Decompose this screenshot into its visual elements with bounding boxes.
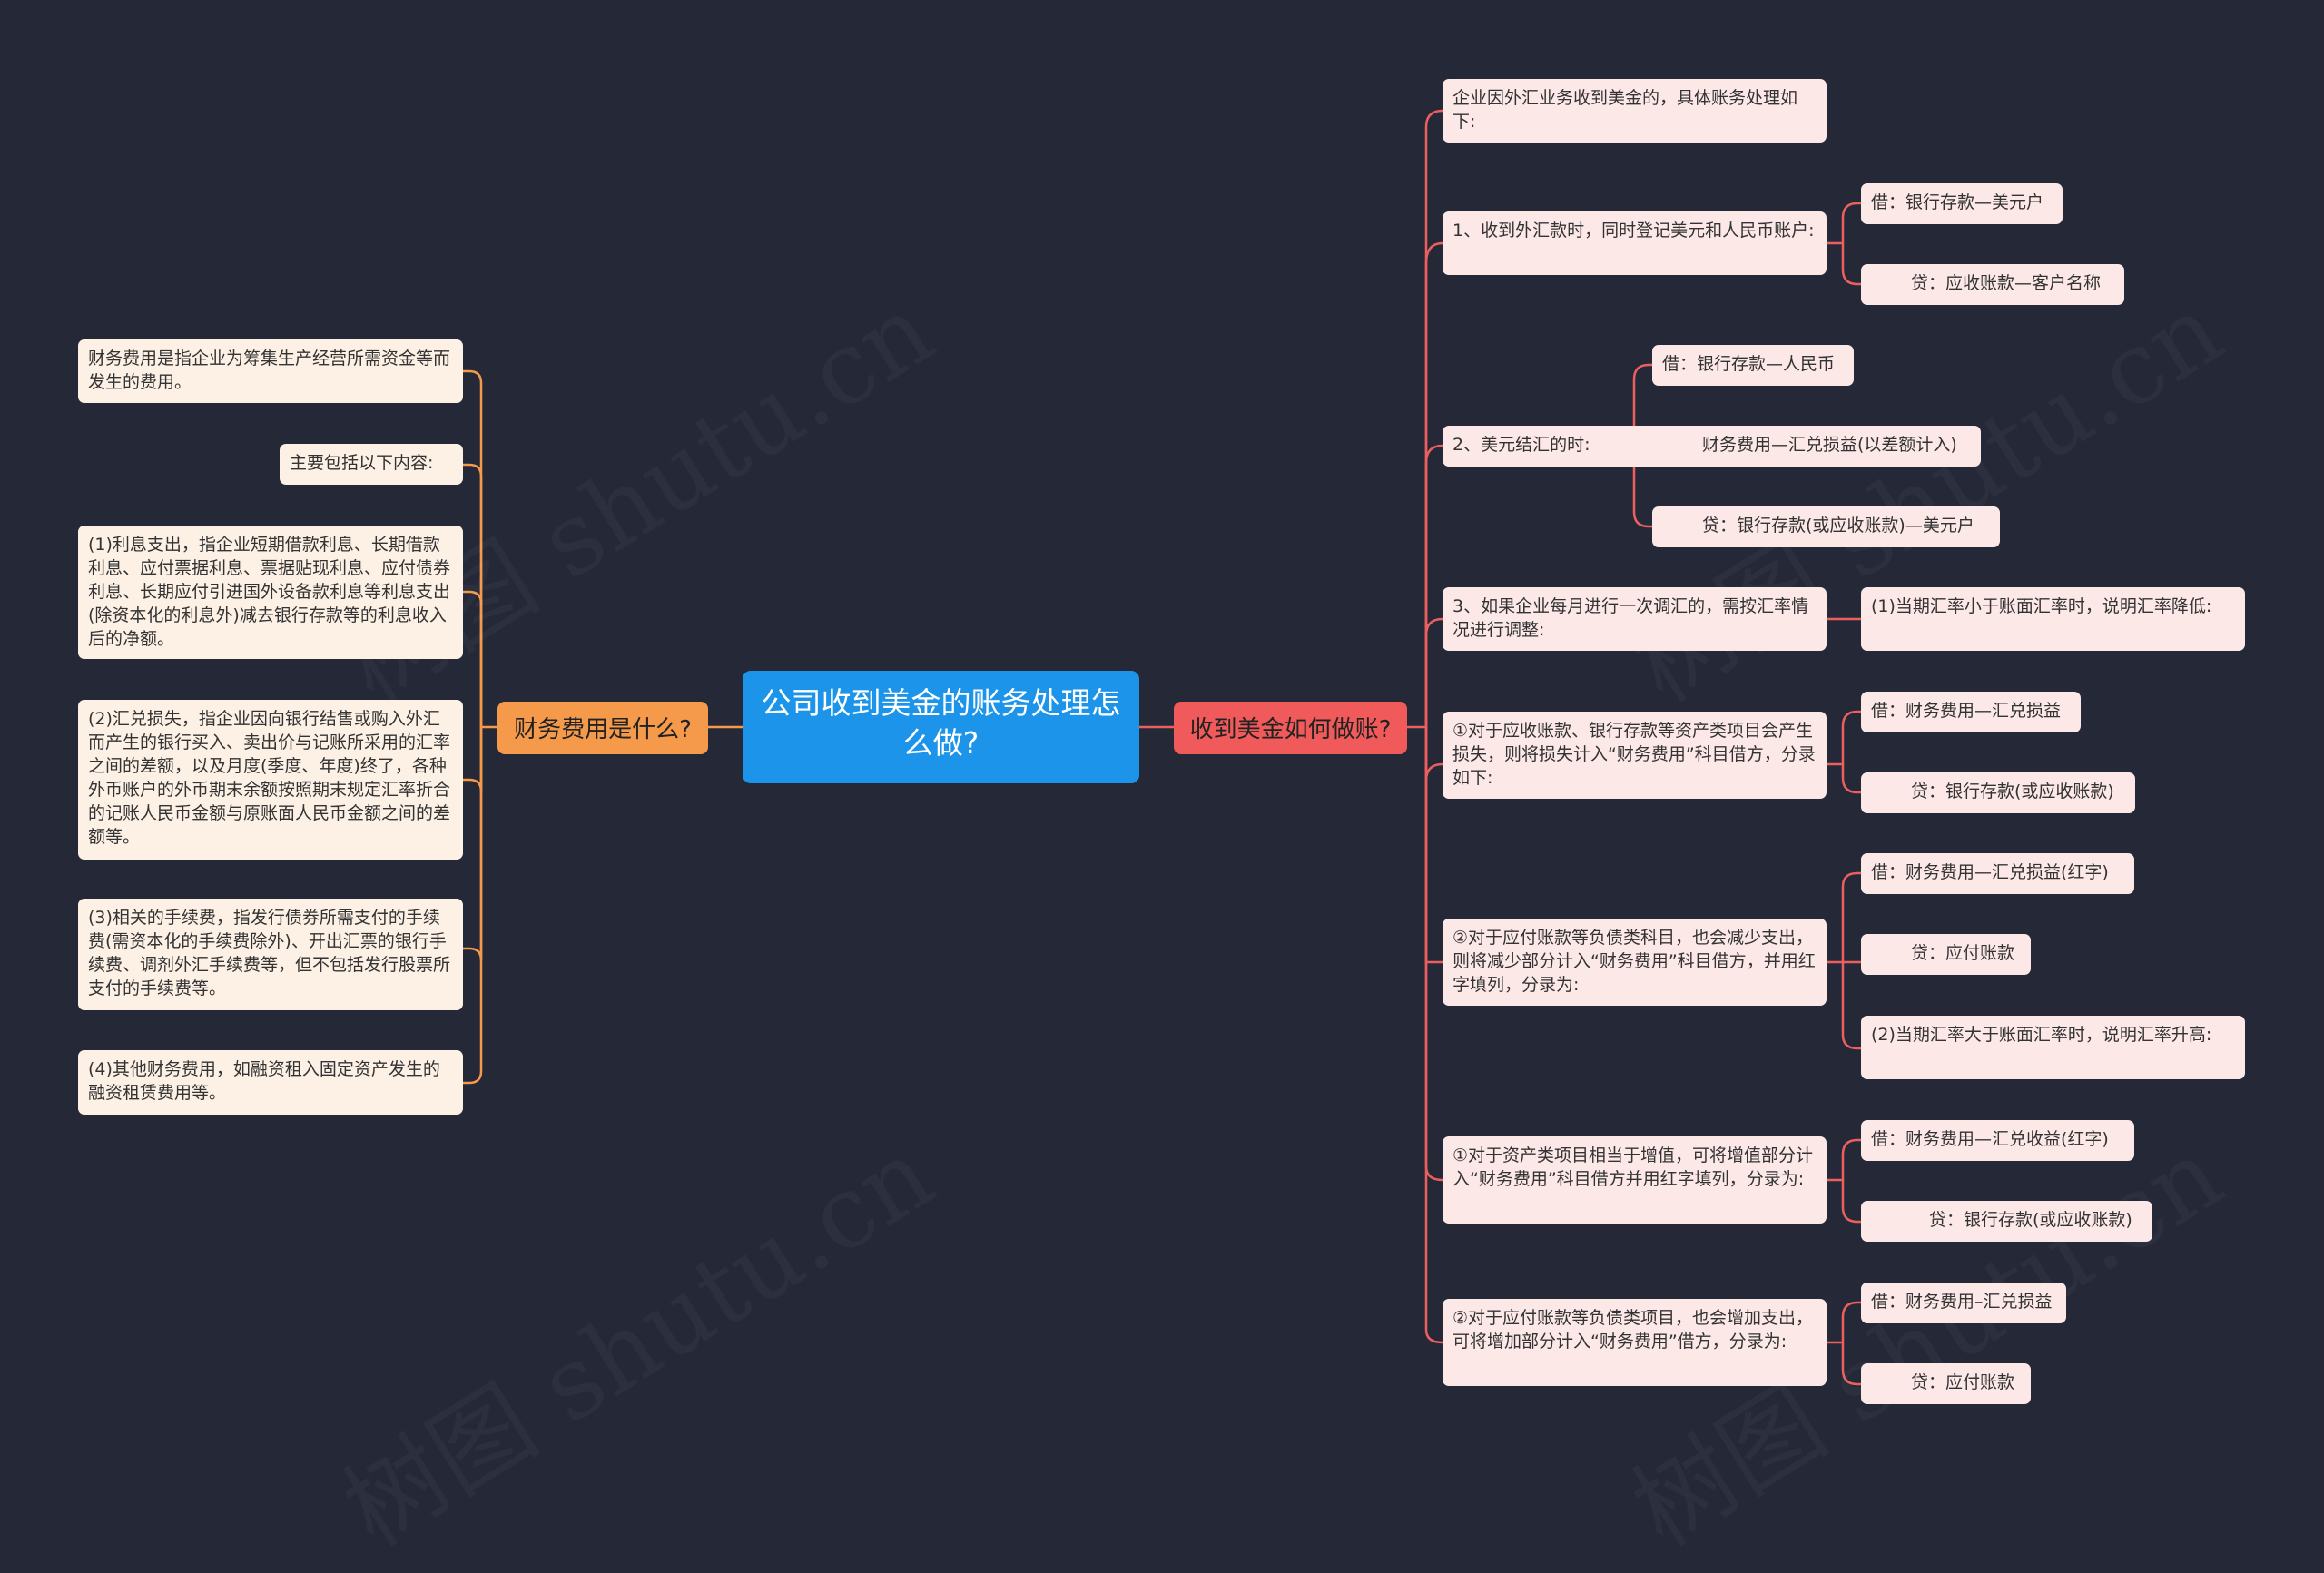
root-topic[interactable]: 公司收到美金的账务处理怎么做? (743, 671, 1139, 783)
right-entry-debit-exloss[interactable]: 借：财务费用—汇兑损益 (1861, 692, 2081, 732)
left-leaf-interest[interactable]: (1)利息支出，指企业短期借款利息、长期借款利息、应付票据利息、票据贴现利息、应… (78, 526, 463, 659)
right-item-liability-decrease[interactable]: ②对于应付账款等负债类科目，也会减少支出，则将减少部分计入“财务费用”科目借方，… (1443, 919, 1827, 1006)
right-item-intro[interactable]: 企业因外汇业务收到美金的，具体账务处理如下: (1443, 79, 1827, 143)
right-entry-credit-ap[interactable]: 贷：应付账款 (1861, 934, 2031, 975)
left-leaf-fees[interactable]: (3)相关的手续费，指发行债券所需支付的手续费(需资本化的手续费除外)、开出汇票… (78, 899, 463, 1010)
right-item-asset-loss[interactable]: ①对于应收账款、银行存款等资产类项目会产生损失，则将损失计入“财务费用”科目借方… (1443, 712, 1827, 799)
right-entry-exchange-diff[interactable]: 财务费用—汇兑损益(以差额计入) (1652, 426, 1981, 467)
right-entry-debit-exloss-2[interactable]: 借：财务费用–汇兑损益 (1861, 1283, 2066, 1323)
right-entry-credit-usd[interactable]: 贷：银行存款(或应收账款)—美元户 (1652, 506, 2000, 547)
left-leaf-definition[interactable]: 财务费用是指企业为筹集生产经营所需资金等而发生的费用。 (78, 339, 463, 403)
right-item-adjust[interactable]: 3、如果企业每月进行一次调汇的，需按汇率情况进行调整: (1443, 587, 1827, 651)
right-item-liability-increase[interactable]: ②对于应付账款等负债类项目，也会增加支出，可将增加部分计入“财务费用”借方，分录… (1443, 1299, 1827, 1386)
branch-receive-usd[interactable]: 收到美金如何做账? (1174, 702, 1407, 754)
right-entry-debit-exloss-red[interactable]: 借：财务费用—汇兑损益(红字) (1861, 853, 2134, 894)
right-entry-debit-usd[interactable]: 借：银行存款—美元户 (1861, 183, 2063, 224)
right-rate-decrease[interactable]: (1)当期汇率小于账面汇率时，说明汇率降低: (1861, 587, 2245, 651)
connector-lines (463, 109, 1861, 1386)
right-rate-increase[interactable]: (2)当期汇率大于账面汇率时，说明汇率升高: (1861, 1016, 2245, 1079)
right-links (1407, 109, 1861, 1386)
right-entry-credit-bank[interactable]: 贷：银行存款(或应收账款) (1861, 772, 2135, 813)
right-entry-debit-exgain-red[interactable]: 借：财务费用—汇兑收益(红字) (1861, 1120, 2134, 1161)
branch-financial-expense[interactable]: 财务费用是什么? (497, 702, 708, 754)
right-item-receive[interactable]: 1、收到外汇款时，同时登记美元和人民币账户: (1443, 211, 1827, 275)
right-item-asset-gain[interactable]: ①对于资产类项目相当于增值，可将增值部分计入“财务费用”科目借方并用红字填列，分… (1443, 1136, 1827, 1224)
left-leaf-other[interactable]: (4)其他财务费用，如融资租入固定资产发生的融资租赁费用等。 (78, 1050, 463, 1115)
right-entry-credit-ap-2[interactable]: 贷：应付账款 (1861, 1363, 2031, 1404)
right-entry-debit-rmb[interactable]: 借：银行存款—人民币 (1652, 345, 1854, 386)
right-entry-credit-ar[interactable]: 贷：应收账款—客户名称 (1861, 264, 2124, 305)
right-entry-credit-bank-2[interactable]: 贷：银行存款(或应收账款) (1861, 1201, 2152, 1242)
left-leaf-exchange-loss[interactable]: (2)汇兑损失，指企业因向银行结售或购入外汇而产生的银行买入、卖出价与记账所采用… (78, 700, 463, 860)
left-leaf-includes[interactable]: 主要包括以下内容: (280, 444, 463, 485)
left-links (463, 369, 497, 1085)
